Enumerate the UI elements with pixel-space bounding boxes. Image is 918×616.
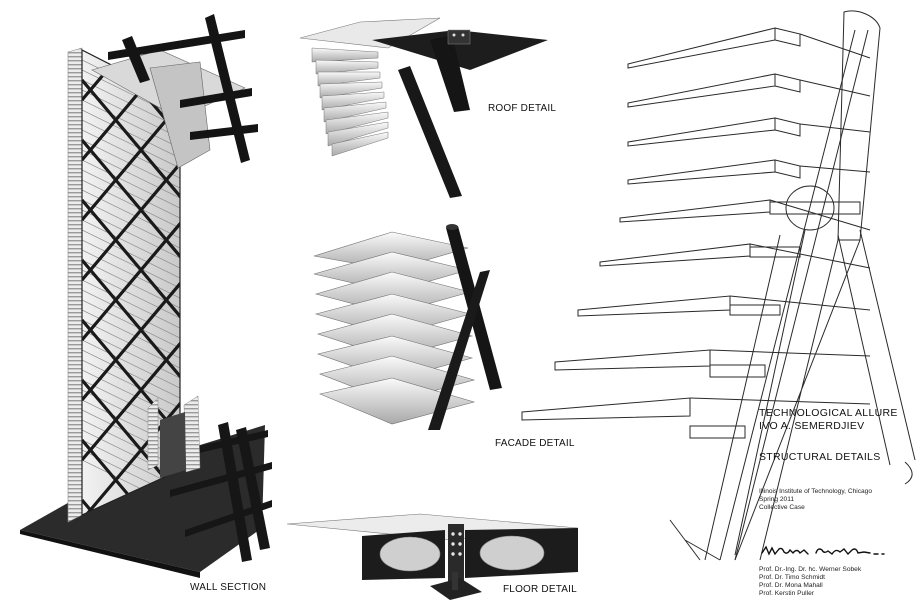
side-louver-strip: [67, 47, 83, 523]
facade-detail-drawing: [313, 224, 502, 430]
professor-4: Prof. Kerstin Puller: [759, 590, 814, 597]
roof-beams: [108, 14, 258, 163]
label-wall-section: WALL SECTION: [190, 582, 267, 593]
professor-1: Prof. Dr.-Ing. Dr. hc. Werner Sobek: [759, 566, 862, 573]
facade-louver-lines: [82, 59, 180, 509]
roof-detail-strut: [398, 66, 462, 198]
label-roof-detail: ROOF DETAIL: [488, 103, 557, 114]
facade-detail-fins: [313, 231, 476, 425]
base-slab: [20, 425, 265, 572]
floor-detail-drawing: [286, 513, 579, 600]
floor-core: [160, 412, 186, 478]
professor-2: Prof. Dr. Timo Schmidt: [759, 574, 825, 581]
label-facade-detail: FACADE DETAIL: [495, 438, 575, 449]
signature-image: [761, 545, 885, 556]
institution: Illinois Institute of Technology, Chicag…: [759, 488, 873, 495]
facade-detail-diagonal: [428, 270, 490, 430]
sheet-subtitle: STRUCTURAL DETAILS: [759, 451, 881, 463]
professor-3: Prof. Dr. Mona Mahall: [759, 582, 823, 589]
roof-detail-slab: [299, 17, 441, 49]
roof-detail-drawing: [299, 17, 548, 198]
term: Spring 2011: [759, 496, 795, 503]
label-floor-detail: FLOOR DETAIL: [503, 584, 577, 595]
project-title: TECHNOLOGICAL ALLURE: [759, 407, 898, 419]
author-name: IVO A. SEMERDJIEV: [759, 420, 865, 432]
wall-section-drawing: [20, 14, 272, 578]
roof-detail-fins: [311, 47, 389, 157]
technical-lower-fins: [521, 199, 871, 439]
roof-detail-beam: [372, 30, 548, 70]
roof-return: [149, 61, 211, 169]
base-slab-edge: [20, 530, 200, 578]
technical-upper-fins: [627, 27, 871, 185]
course: Collective Case: [759, 504, 805, 511]
technical-section-drawing: [521, 10, 916, 561]
